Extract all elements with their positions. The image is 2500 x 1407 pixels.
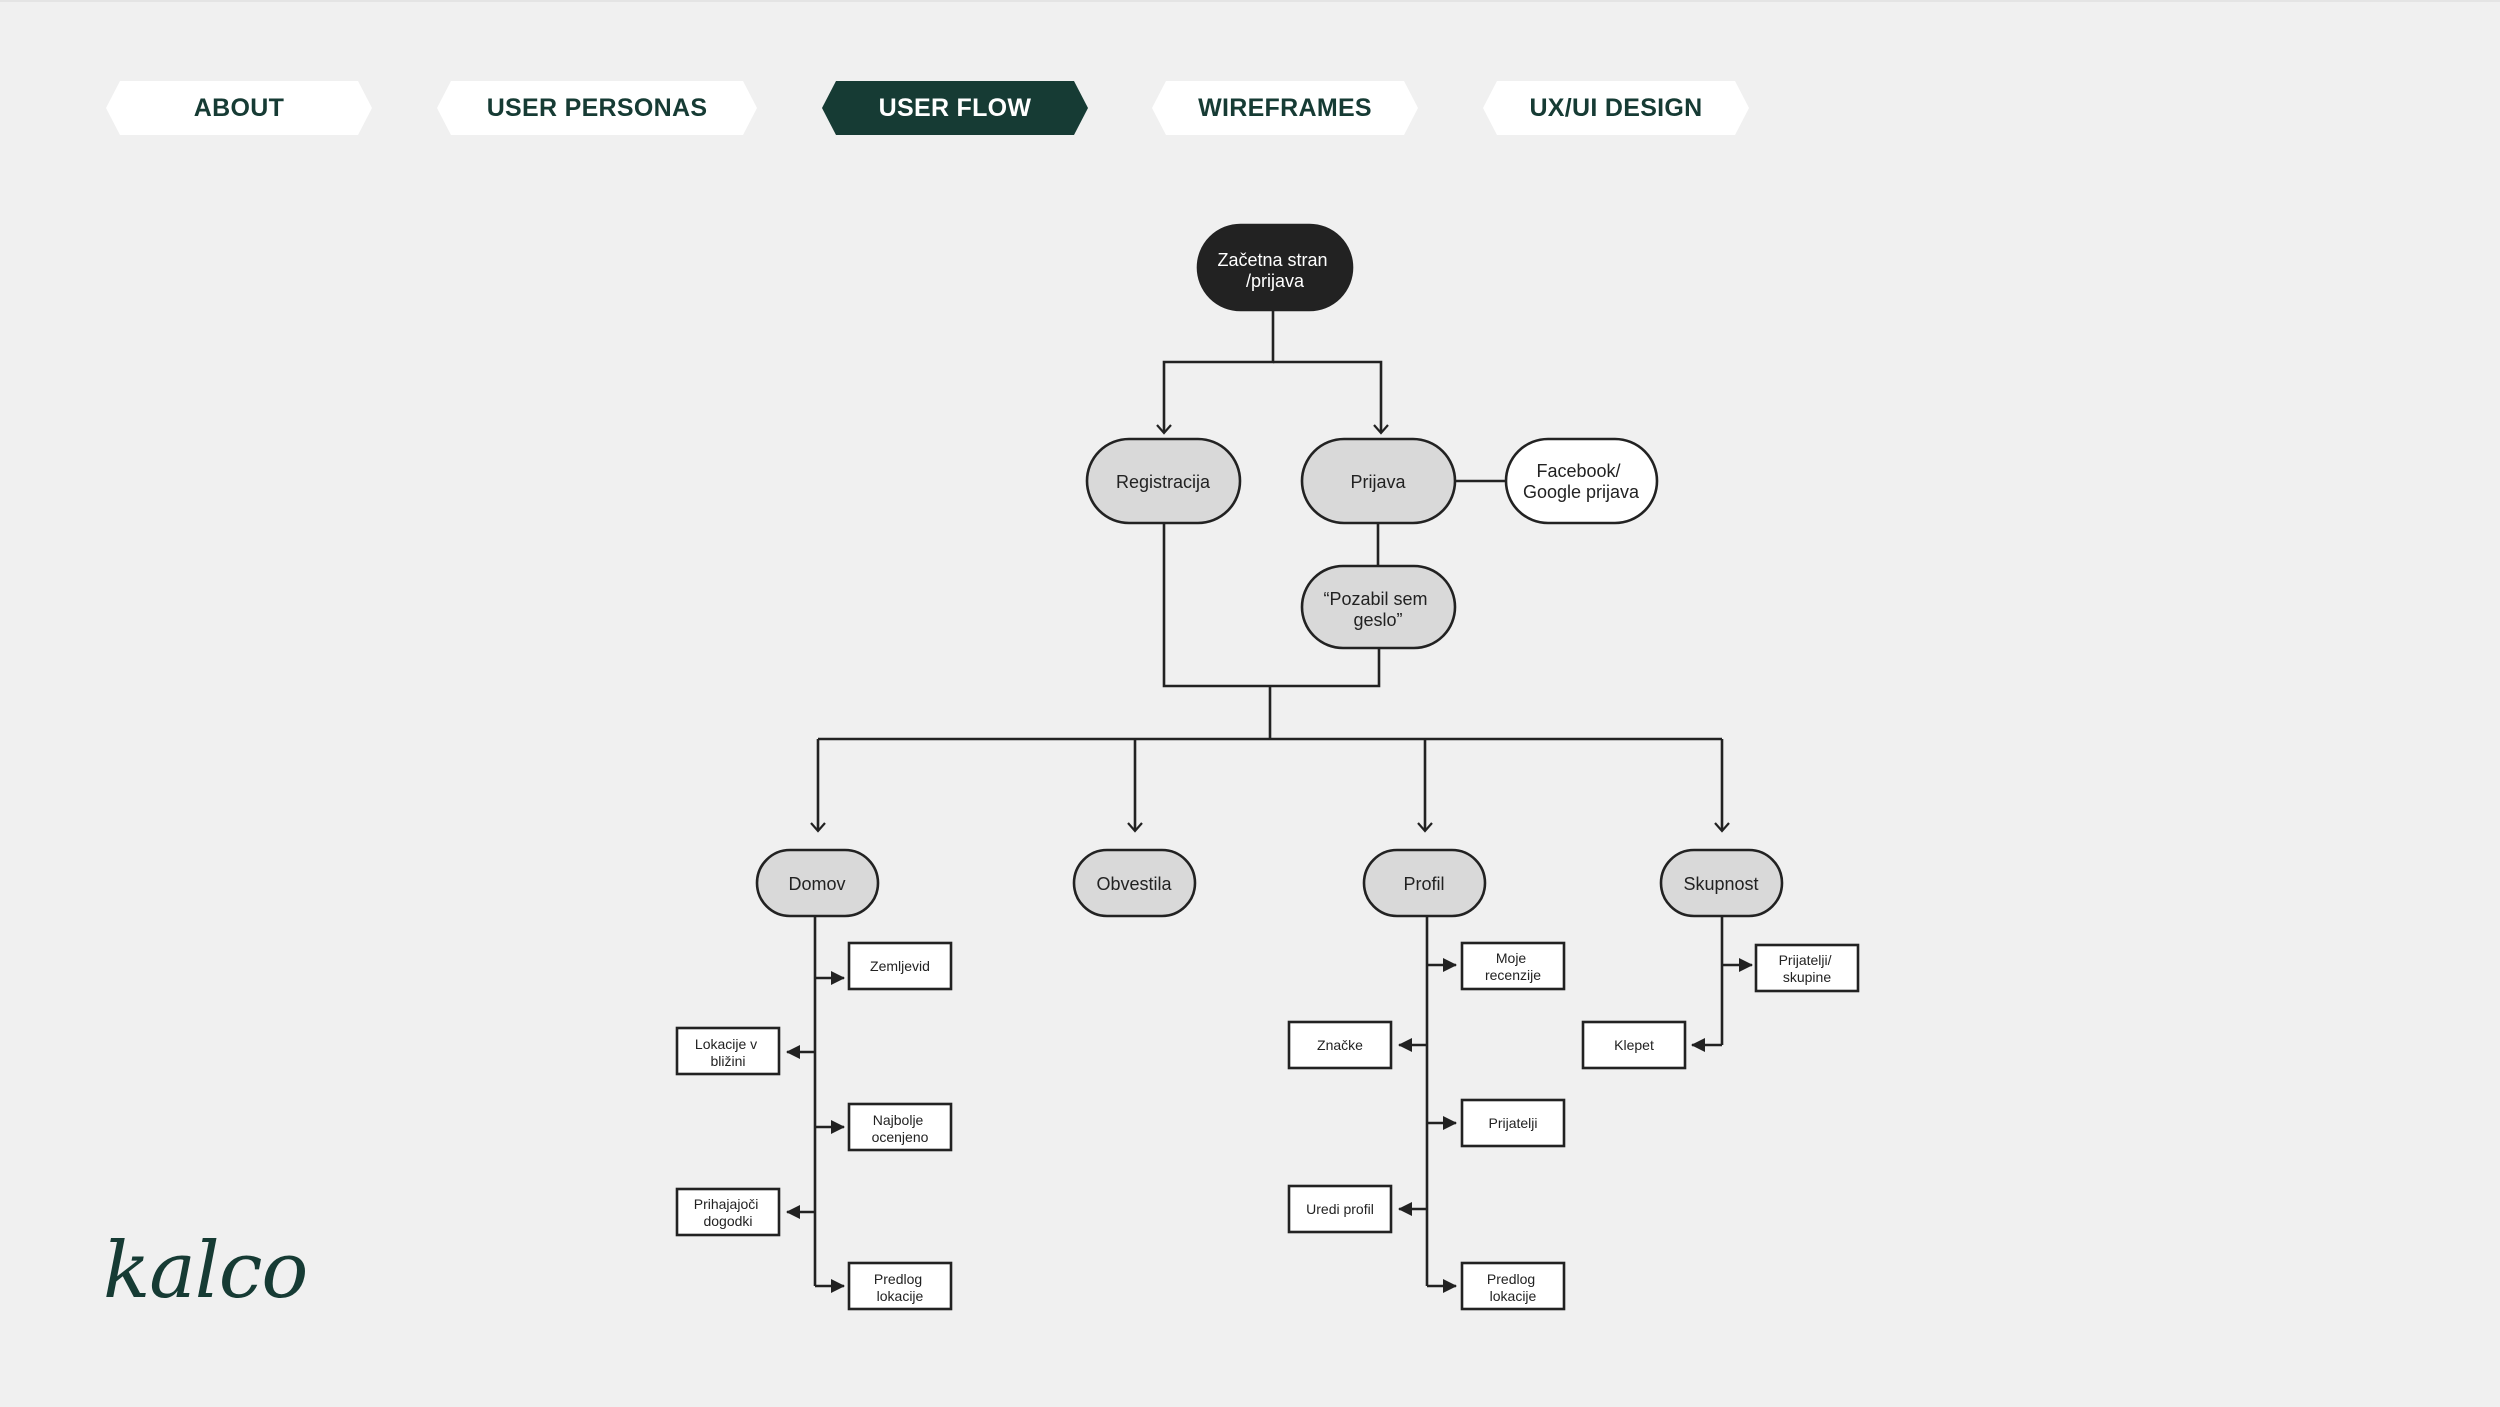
tab-ux-ui-design[interactable]: UX/UI DESIGN [1483, 81, 1749, 135]
node-najbolje-line-1: Najbolje [873, 1112, 924, 1128]
svg-text:Prijatelji/ skupine: Prijatelji/ skupine [1779, 952, 1836, 985]
node-lokacije-v-blizini: Lokacije v bližini [675, 1026, 781, 1076]
top-divider [0, 0, 2500, 2]
node-domov-label: Domov [788, 874, 845, 894]
node-lokacije-line-1: Lokacije v [695, 1036, 757, 1052]
node-recenzije-line-1: Moje [1496, 950, 1527, 966]
tab-user-flow[interactable]: USER FLOW [822, 81, 1088, 135]
svg-text:Najbolje ocenjeno: Najbolje ocenjeno [872, 1112, 929, 1145]
tab-user-personas[interactable]: USER PERSONAS [437, 81, 757, 135]
node-forgot-password: “Pozabil sem geslo” [1300, 564, 1457, 650]
node-profil: Profil [1362, 848, 1487, 918]
svg-text:Facebook/ Google prijava: Facebook/ Google prijava [1523, 461, 1640, 502]
node-prihajajoci-line-1: Prihajajoči [694, 1196, 759, 1212]
node-social-login: Facebook/ Google prijava [1504, 437, 1659, 525]
node-domov-predlog-line-2: lokacije [877, 1288, 924, 1304]
svg-text:Lokacije v bližini: Lokacije v bližini [695, 1036, 761, 1069]
svg-text:Predlog lokacije: Predlog lokacije [874, 1271, 926, 1304]
node-uredi-profil: Uredi profil [1287, 1184, 1393, 1234]
node-forgot-line-2: geslo” [1353, 610, 1402, 630]
node-prijava-label: Prijava [1350, 472, 1406, 492]
svg-text:Moje recenzije: Moje recenzije [1485, 950, 1541, 983]
node-start-line-2: /prijava [1246, 271, 1305, 291]
node-start-line-1: Začetna stran [1217, 250, 1327, 270]
node-social-line-2: Google prijava [1523, 482, 1640, 502]
node-skupine-line-1: Prijatelji/ [1779, 952, 1832, 968]
node-profil-predlog-lokacije: Predlog lokacije [1460, 1261, 1566, 1311]
node-zemljevid: Zemljevid [847, 941, 953, 991]
node-registracija: Registracija [1085, 437, 1242, 525]
node-registracija-label: Registracija [1116, 472, 1211, 492]
node-obvestila: Obvestila [1072, 848, 1197, 918]
node-prijatelji-label: Prijatelji [1488, 1115, 1537, 1131]
node-domov-predlog-lokacije: Predlog lokacije [847, 1261, 953, 1311]
node-obvestila-label: Obvestila [1096, 874, 1172, 894]
node-prijava: Prijava [1300, 437, 1457, 525]
node-skupnost-label: Skupnost [1683, 874, 1758, 894]
node-skupine-line-2: skupine [1783, 969, 1831, 985]
node-najbolje-ocenjeno: Najbolje ocenjeno [847, 1102, 953, 1152]
node-profil-predlog-line-2: lokacije [1490, 1288, 1537, 1304]
node-prijatelji-skupine: Prijatelji/ skupine [1754, 943, 1860, 993]
node-recenzije-line-2: recenzije [1485, 967, 1541, 983]
svg-text:Prihajajoči dogodki: Prihajajoči dogodki [694, 1196, 762, 1229]
node-prihajajoci-line-2: dogodki [703, 1213, 752, 1229]
tab-wireframes[interactable]: WIREFRAMES [1152, 81, 1418, 135]
node-social-line-1: Facebook/ [1536, 461, 1620, 481]
node-lokacije-line-2: bližini [710, 1053, 745, 1069]
node-uredi-label: Uredi profil [1306, 1201, 1374, 1217]
node-klepet-label: Klepet [1614, 1037, 1654, 1053]
node-zemljevid-label: Zemljevid [870, 958, 930, 974]
node-najbolje-line-2: ocenjeno [872, 1129, 929, 1145]
node-profil-label: Profil [1403, 874, 1444, 894]
tab-about[interactable]: ABOUT [106, 81, 372, 135]
svg-text:Začetna stran /prijava: Začetna stran /prijava [1217, 250, 1332, 291]
node-prijatelji: Prijatelji [1460, 1098, 1566, 1148]
kalco-logo[interactable]: kalco [103, 1226, 308, 1316]
node-domov: Domov [755, 848, 880, 918]
svg-text:Predlog lokacije: Predlog lokacije [1487, 1271, 1539, 1304]
node-forgot-line-1: “Pozabil sem [1323, 589, 1427, 609]
node-moje-recenzije: Moje recenzije [1460, 941, 1566, 991]
node-znacke-label: Značke [1317, 1037, 1363, 1053]
node-domov-predlog-line-1: Predlog [874, 1271, 922, 1287]
node-start: Začetna stran /prijava [1196, 223, 1354, 312]
node-skupnost: Skupnost [1659, 848, 1784, 918]
node-prihajajoci-dogodki: Prihajajoči dogodki [675, 1187, 781, 1237]
node-profil-predlog-line-1: Predlog [1487, 1271, 1535, 1287]
svg-text:“Pozabil sem geslo”: “Pozabil sem geslo” [1323, 589, 1432, 630]
connector-lines [786, 310, 1753, 1293]
node-klepet: Klepet [1581, 1020, 1687, 1070]
node-znacke: Značke [1287, 1020, 1393, 1070]
